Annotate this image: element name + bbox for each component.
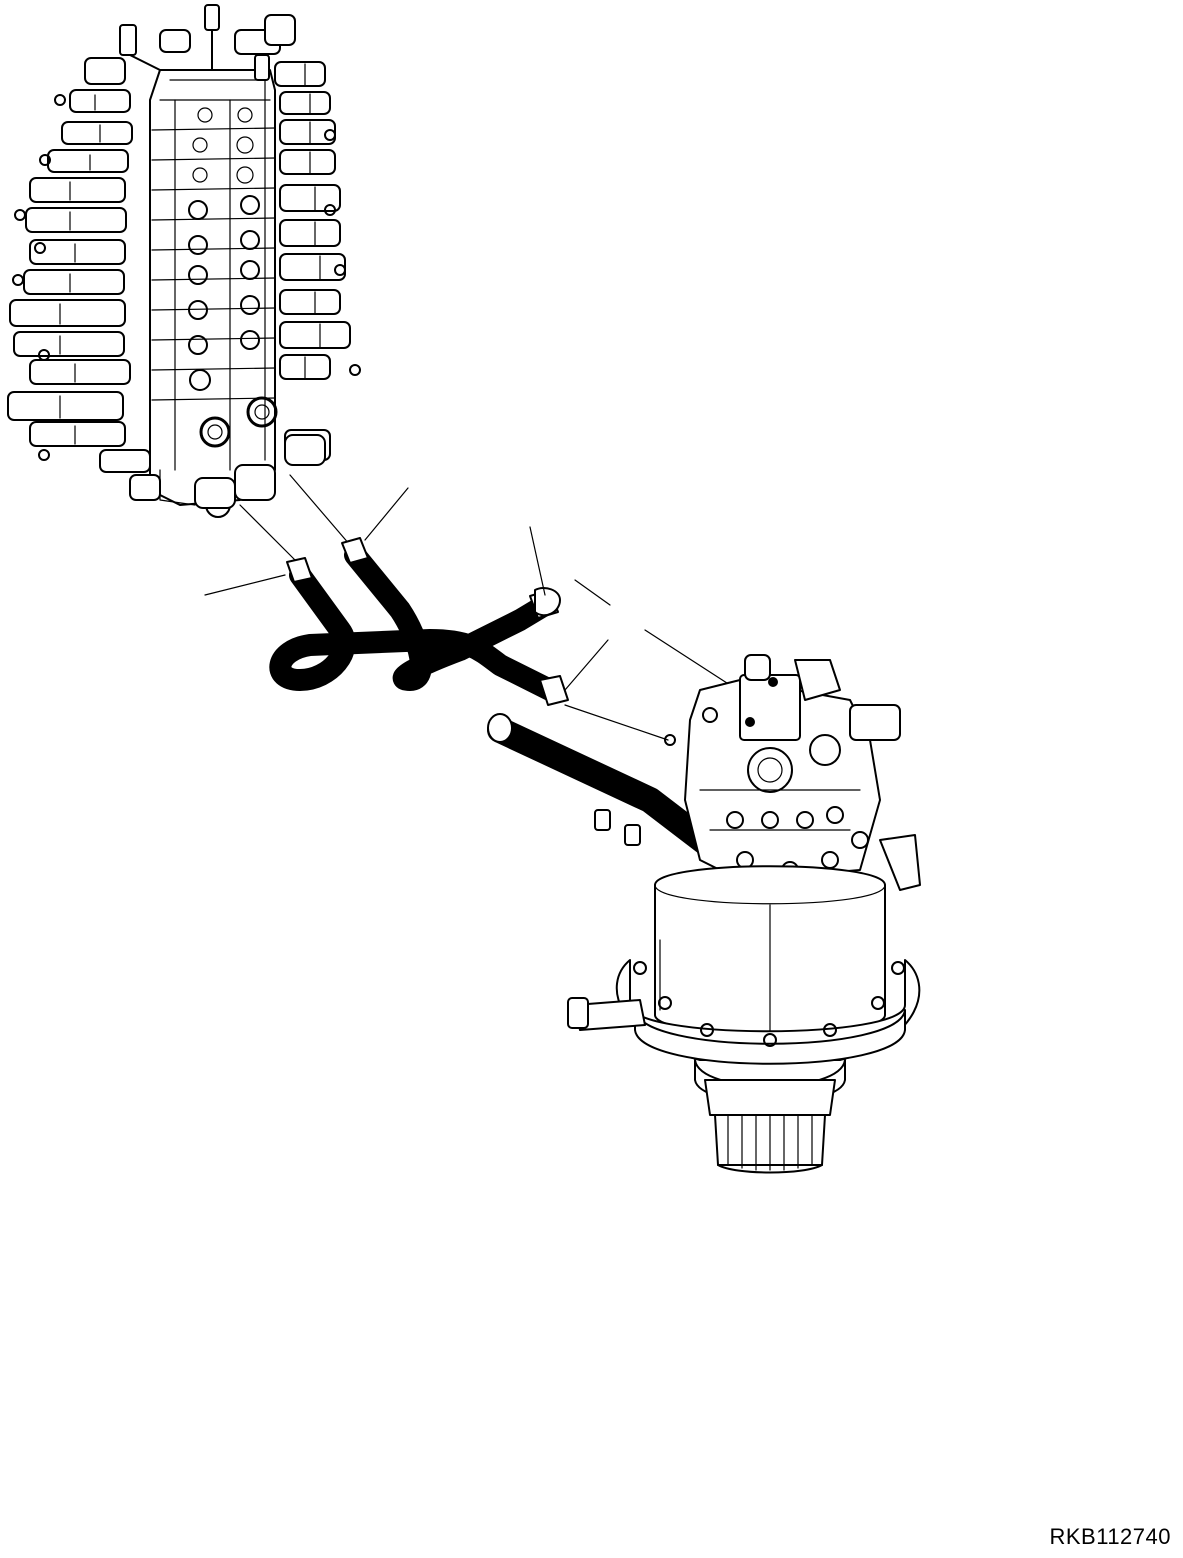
bottom-fittings	[159, 434, 326, 509]
drawing-reference-code: RKB112740	[1049, 1524, 1171, 1549]
swing-motor-assembly	[487, 654, 921, 1174]
callout-leaders	[204, 487, 609, 691]
hose-assembly	[239, 474, 731, 741]
valve-sections	[151, 99, 276, 471]
leader-3	[529, 526, 546, 596]
hose-2	[341, 537, 559, 691]
control-valve-assembly	[7, 4, 361, 518]
hose-1-centerline	[239, 504, 301, 566]
leader-1	[204, 574, 286, 596]
motor-housing	[654, 865, 886, 1046]
pinion-shaft	[717, 1114, 823, 1174]
hose-3-motor-centerline	[644, 629, 731, 686]
right-solenoid-stack	[274, 61, 361, 461]
leader-2	[364, 487, 409, 541]
hose-2-centerline	[289, 474, 351, 546]
hose-4-centerline	[564, 704, 669, 741]
motor-valve-block	[664, 654, 921, 891]
hose-3-centerline	[574, 579, 611, 606]
left-solenoid-stack	[7, 57, 161, 501]
top-fittings	[119, 4, 296, 81]
leader-4	[564, 639, 609, 691]
hose-1-end-fitting	[539, 675, 569, 706]
motor-flange	[567, 959, 921, 1065]
hose-2-end-fitting	[534, 587, 561, 617]
